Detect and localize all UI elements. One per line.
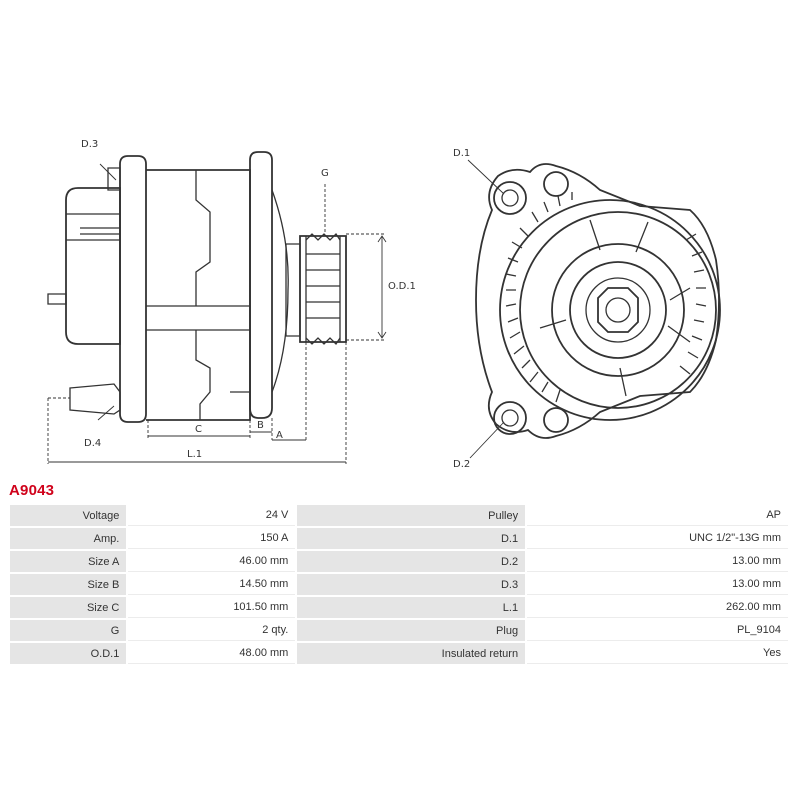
spec-value: 48.00 mm <box>128 643 296 664</box>
side-view <box>47 151 347 423</box>
spec-label: Voltage <box>10 505 127 526</box>
spec-value: UNC 1/2"-13G mm <box>527 528 788 549</box>
spec-label: Plug <box>297 620 526 641</box>
dimension-lines <box>47 163 387 464</box>
label-d4: D.4 <box>84 438 101 449</box>
spec-label: Amp. <box>10 528 127 549</box>
spec-value: 13.00 mm <box>527 574 788 595</box>
spec-label: L.1 <box>297 597 526 618</box>
spec-label: Insulated return <box>297 643 526 664</box>
spec-value: Yes <box>527 643 788 664</box>
spec-label: Size A <box>10 551 127 572</box>
spec-value: 2 qty. <box>128 620 296 641</box>
spec-label: O.D.1 <box>10 643 127 664</box>
spec-value: AP <box>527 505 788 526</box>
label-g: G <box>321 168 329 179</box>
spec-value: 13.00 mm <box>527 551 788 572</box>
spec-label: D.1 <box>297 528 526 549</box>
label-d1: D.1 <box>453 148 470 159</box>
spec-value: PL_9104 <box>527 620 788 641</box>
spec-value: 14.50 mm <box>128 574 296 595</box>
spec-value: 101.50 mm <box>128 597 296 618</box>
label-d2: D.2 <box>453 459 470 470</box>
spec-label: D.3 <box>297 574 526 595</box>
label-l1: L.1 <box>187 449 202 460</box>
spec-label: Size B <box>10 574 127 595</box>
label-b: B <box>257 420 264 431</box>
label-a: A <box>276 430 283 441</box>
label-od1: O.D.1 <box>388 281 416 292</box>
spec-value: 150 A <box>128 528 296 549</box>
spec-value: 262.00 mm <box>527 597 788 618</box>
spec-label: Size C <box>10 597 127 618</box>
spec-value: 46.00 mm <box>128 551 296 572</box>
technical-drawing: D.3 D.4 G O.D.1 C B A L.1 D.1 D.2 <box>47 139 721 470</box>
spec-value: 24 V <box>128 505 296 526</box>
label-c: C <box>195 424 202 435</box>
label-d3: D.3 <box>81 139 98 150</box>
front-view <box>475 163 721 439</box>
part-number-title: A9043 <box>9 482 55 499</box>
spec-label: Pulley <box>297 505 526 526</box>
spec-label: G <box>10 620 127 641</box>
spec-label: D.2 <box>297 551 526 572</box>
